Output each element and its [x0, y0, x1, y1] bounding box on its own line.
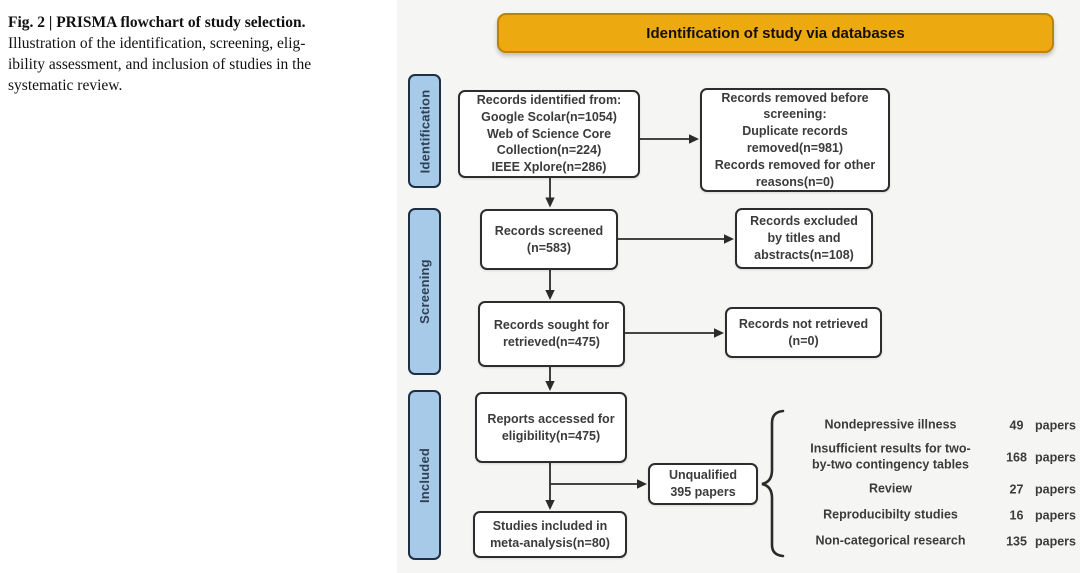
stage-label-included: Included	[417, 447, 432, 503]
figure-caption-title: Fig. 2 | PRISMA flowchart of study selec…	[8, 14, 306, 31]
reject-reason-unit: papers	[1035, 450, 1076, 464]
reject-reason-row: Reproducibilty studies 16 papers	[780, 507, 1076, 523]
stage-bar-screening: Screening	[408, 208, 441, 375]
box-records-identified: Records identified from: Google Scolar(n…	[458, 90, 640, 178]
box-records-excluded: Records excluded by titles and abstracts…	[735, 208, 873, 269]
box-records-removed: Records removed before screening: Duplic…	[700, 88, 890, 192]
stage-bar-identification: Identification	[408, 74, 441, 188]
stage-label-identification: Identification	[417, 89, 433, 173]
reject-reason-label: Non-categorical research	[815, 533, 966, 548]
reject-reason-count: 168	[1006, 450, 1027, 464]
reject-reason-label: Reproducibilty studies	[823, 507, 958, 522]
stage-label-screening: Screening	[417, 259, 432, 324]
banner-identification-of-study: Identification of study via databases	[497, 13, 1054, 53]
reject-reason-count: 16	[1009, 508, 1024, 522]
reject-reason-row: Nondepressive illness 49 papers	[780, 417, 1076, 433]
box-records-not-retrieved: Records not retrieved (n=0)	[725, 307, 882, 358]
reject-reason-label: Review	[868, 481, 913, 496]
reject-reason-row: Review 27 papers	[780, 481, 1076, 497]
figure-caption: Fig. 2 | PRISMA flowchart of study selec…	[8, 12, 358, 96]
reject-reason-label: Nondepressive illness	[824, 417, 957, 432]
figure-caption-body: Illustration of the identification, scre…	[8, 35, 312, 94]
box-studies-included: Studies included in meta-analysis(n=80)	[473, 511, 627, 558]
reject-reason-label: Insufficient results for two- by-two con…	[810, 441, 971, 472]
reject-reason-unit: papers	[1035, 482, 1076, 496]
reject-reason-row: Non-categorical research 135 papers	[780, 533, 1076, 549]
reject-reason-row: Insufficient results for two- by-two con…	[780, 442, 1076, 473]
box-records-sought: Records sought for retrieved(n=475)	[478, 301, 625, 367]
stage-bar-included: Included	[408, 390, 441, 560]
reject-reason-count: 27	[1009, 482, 1024, 496]
reject-reason-count: 49	[1009, 418, 1024, 432]
box-records-screened: Records screened (n=583)	[480, 209, 618, 270]
reject-reason-unit: papers	[1035, 418, 1076, 432]
reject-reason-unit: papers	[1035, 508, 1076, 522]
reject-reason-count: 135	[1006, 534, 1027, 548]
box-reports-accessed: Reports accessed for eligibility(n=475)	[475, 392, 627, 463]
box-unqualified: Unqualified 395 papers	[648, 463, 758, 505]
reject-reason-unit: papers	[1035, 534, 1076, 548]
banner-label: Identification of study via databases	[646, 24, 905, 42]
